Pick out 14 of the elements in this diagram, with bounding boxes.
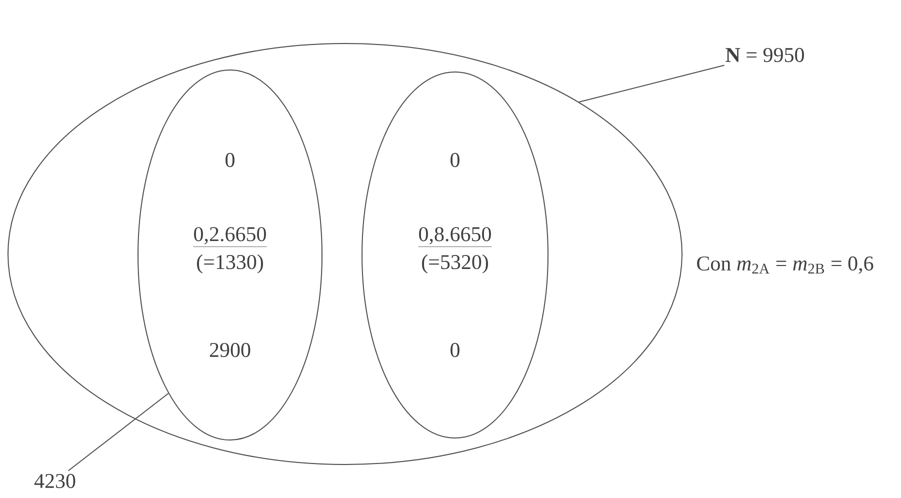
condition-note: Con m$_{2A}$ = m$_{2B}$ = 0,6: [697, 256, 874, 274]
fraction: 0,2.6650 (=1330): [193, 227, 267, 274]
value-label: N = 9950: [726, 48, 804, 62]
fraction: 0,8.6650 (=5320): [418, 227, 492, 274]
count-label: 0: [226, 152, 234, 168]
leader-line: [578, 64, 725, 102]
count-label: 2900: [210, 342, 250, 358]
set-ellipse: [362, 72, 548, 438]
count-label: 0: [450, 342, 460, 358]
count-label: 0: [450, 152, 460, 168]
value-label: 4230: [34, 474, 76, 488]
leader-line: [68, 392, 169, 472]
set-ellipse: [138, 70, 322, 440]
set-ellipse: [8, 43, 682, 465]
